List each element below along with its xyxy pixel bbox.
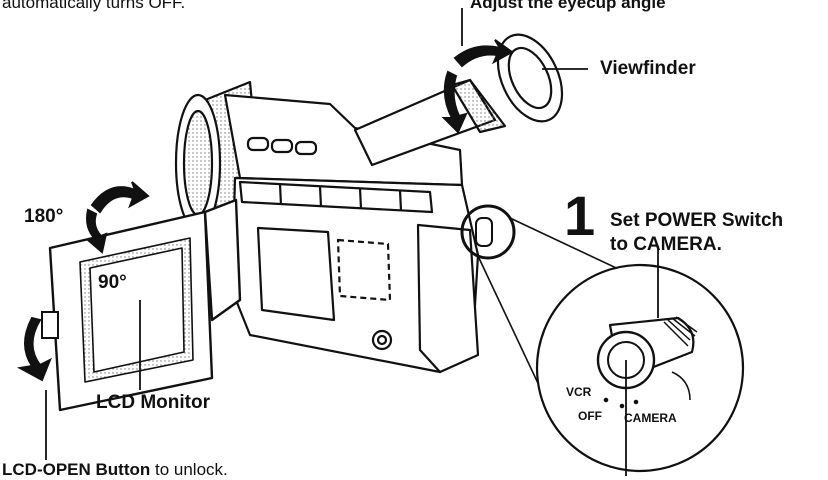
step-instruction-line1: Set POWER Switch	[610, 210, 784, 231]
lcd-180-rotate-arrow	[85, 181, 150, 254]
switch-position-camera: CAMERA	[624, 411, 677, 425]
eyecup-rotate-arrow	[441, 39, 514, 134]
top-caption-left: automatically turns OFF.	[2, 0, 186, 12]
step-instruction-line2: to CAMERA.	[610, 234, 722, 255]
angle-180-label: 180°	[24, 206, 64, 227]
lcd-monitor-label: LCD Monitor	[96, 392, 210, 413]
lcd-open-button-label: LCD-OPEN Button to unlock.	[2, 460, 228, 480]
power-switch-magnified	[535, 263, 745, 473]
power-switch-highlight-circle	[460, 204, 516, 260]
top-caption-right: Adjust the eyecup angle	[470, 0, 666, 12]
camcorder-body	[174, 80, 480, 374]
switch-position-off: OFF	[578, 409, 602, 423]
angle-90-label: 90°	[98, 272, 127, 293]
leader-lines	[45, 8, 659, 476]
lcd-open-suffix: to unlock.	[150, 460, 228, 479]
viewfinder	[353, 33, 564, 167]
switch-position-vcr: VCR	[566, 385, 592, 399]
lcd-open-arrow	[16, 311, 59, 382]
step-number: 1	[564, 184, 596, 247]
viewfinder-label: Viewfinder	[600, 58, 696, 79]
lcd-open-button-name: LCD-OPEN Button	[2, 460, 151, 479]
lcd-monitor-panel	[48, 198, 242, 412]
